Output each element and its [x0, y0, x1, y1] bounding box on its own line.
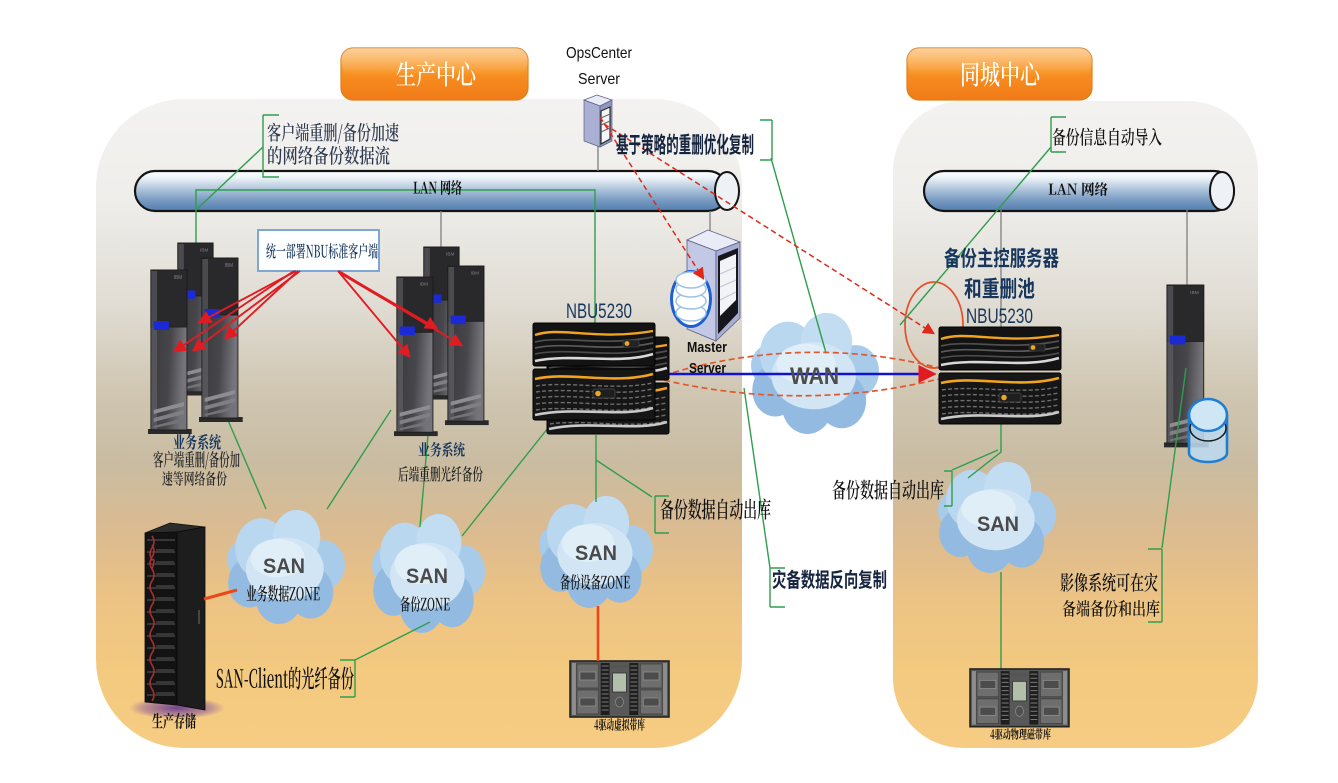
svg-text:SAN: SAN — [977, 513, 1019, 536]
svg-text:Server: Server — [578, 71, 621, 88]
svg-text:SAN: SAN — [406, 565, 448, 588]
svg-text:WAN: WAN — [790, 363, 839, 390]
svg-text:SAN: SAN — [263, 555, 305, 578]
svg-text:NBU5230: NBU5230 — [566, 300, 632, 323]
svg-text:SAN: SAN — [575, 542, 617, 565]
svg-text:NBU5230: NBU5230 — [966, 305, 1033, 328]
svg-text:Server: Server — [689, 360, 726, 377]
svg-text:Master: Master — [687, 339, 727, 356]
svg-text:OpsCenter: OpsCenter — [566, 45, 633, 62]
